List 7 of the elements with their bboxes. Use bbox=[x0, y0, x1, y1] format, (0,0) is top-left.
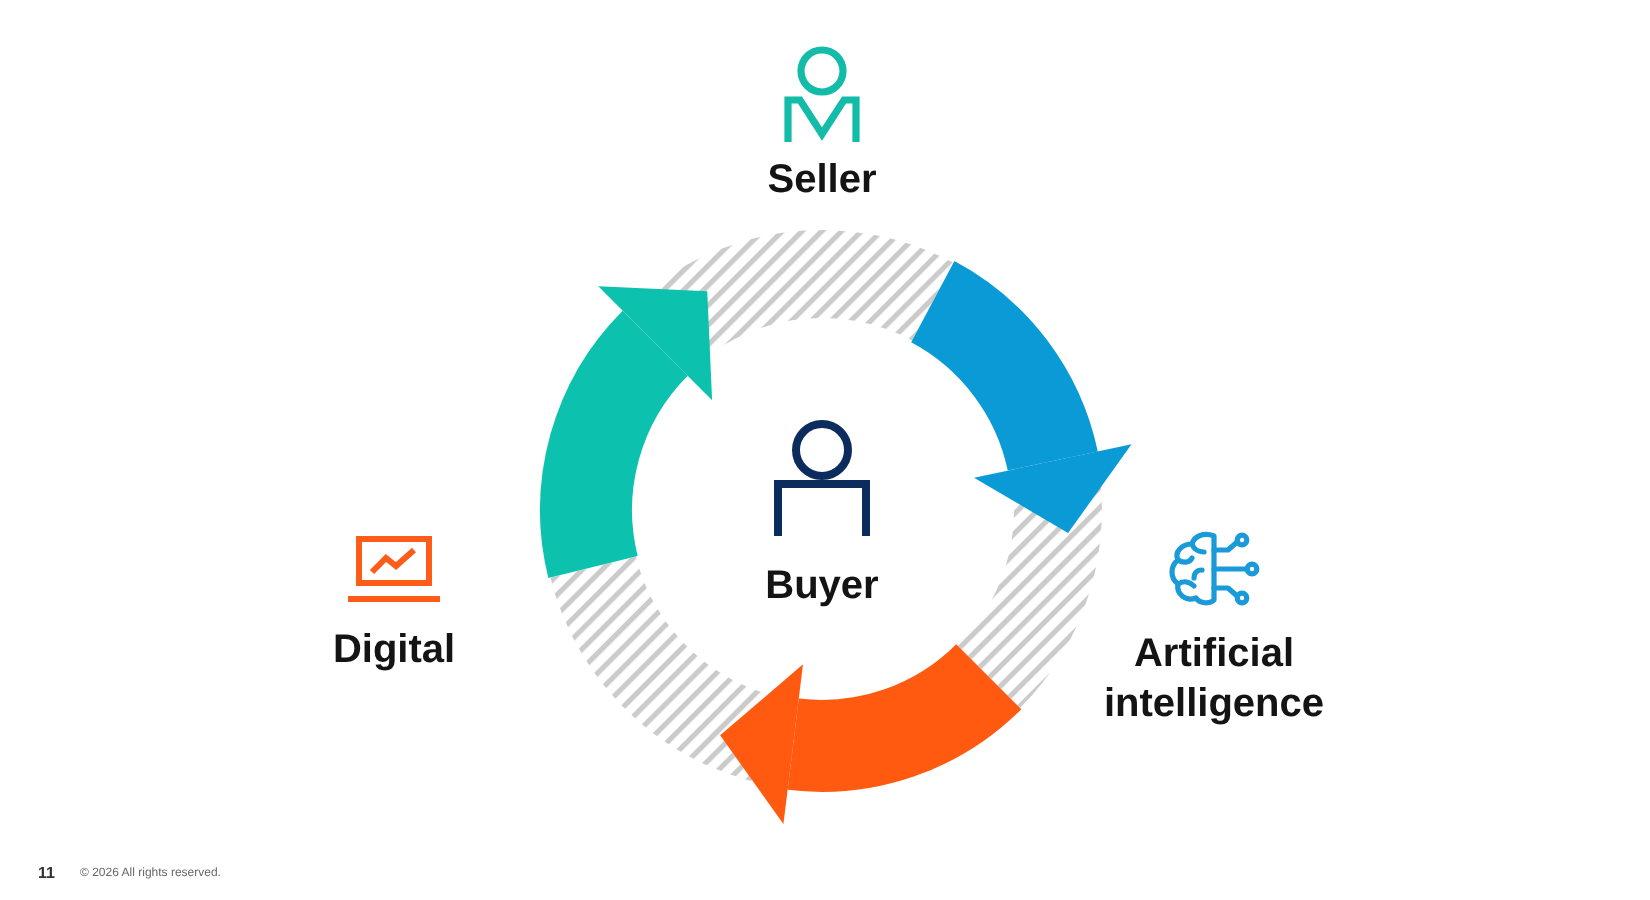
node-label: Artificial intelligence bbox=[1101, 630, 1327, 730]
node-label: Buyer bbox=[765, 562, 879, 612]
curved-arrow bbox=[540, 287, 716, 576]
node-label: Digital bbox=[332, 626, 456, 676]
page-number: 11 bbox=[38, 864, 55, 884]
curved-arrow bbox=[908, 262, 1131, 532]
node-label: Seller bbox=[767, 156, 877, 206]
